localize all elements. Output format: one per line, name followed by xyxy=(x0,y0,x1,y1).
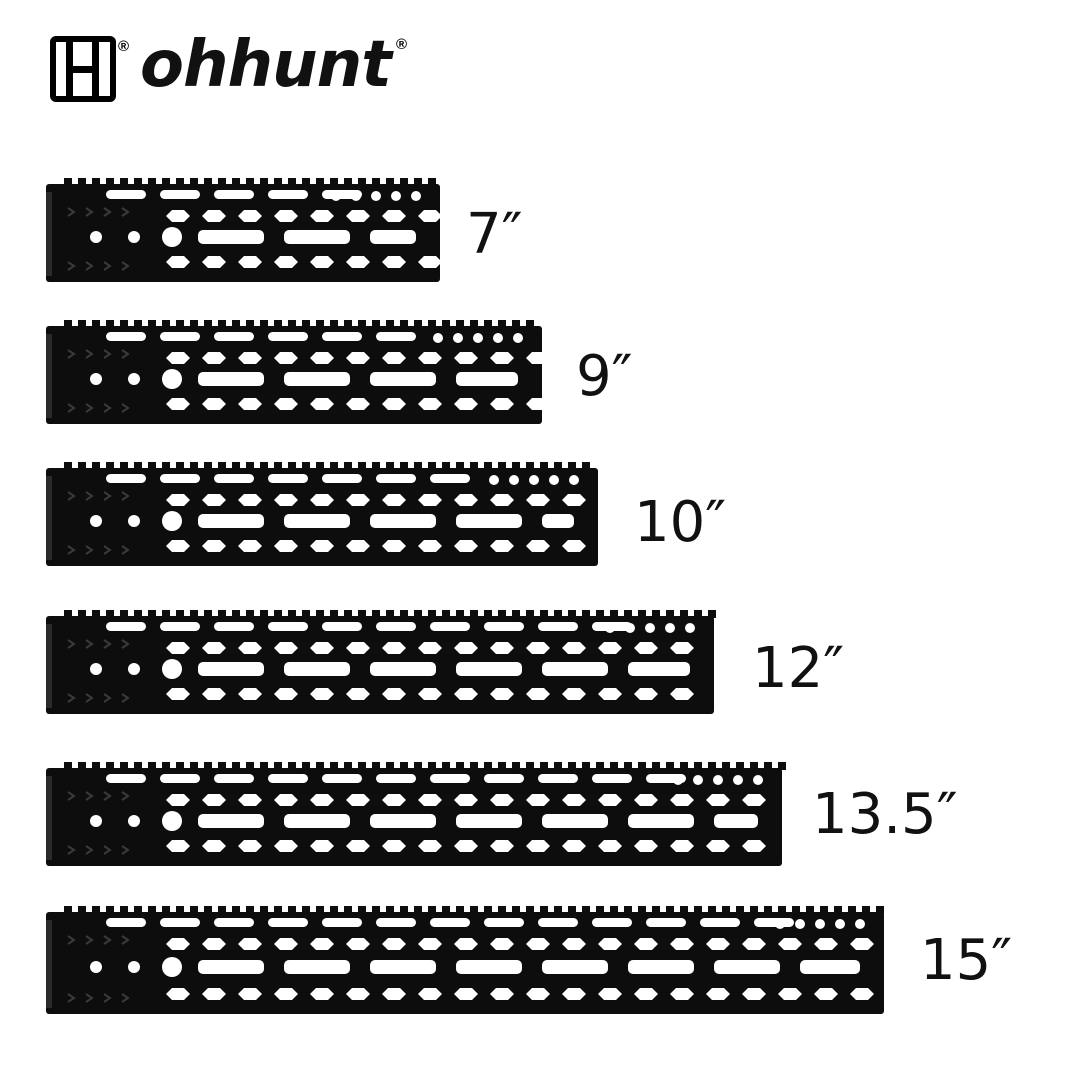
size-label: 13.5″ xyxy=(812,782,958,847)
size-label: 10″ xyxy=(634,490,727,555)
handguard-image xyxy=(46,906,884,1014)
size-label: 7″ xyxy=(466,202,523,267)
handguard-image xyxy=(46,320,548,424)
handguard-image xyxy=(46,178,442,282)
size-label: 9″ xyxy=(576,344,633,409)
ohhunt-logo-icon xyxy=(50,36,116,102)
size-label: 12″ xyxy=(752,636,845,701)
brand-name: ohhunt xyxy=(140,28,392,102)
registered-mark-2: ® xyxy=(396,36,408,53)
handguard-image xyxy=(46,610,716,714)
size-label: 15″ xyxy=(920,928,1013,993)
handguard-image xyxy=(46,762,786,866)
registered-mark: ® xyxy=(118,38,130,55)
handguard-image xyxy=(46,462,598,566)
